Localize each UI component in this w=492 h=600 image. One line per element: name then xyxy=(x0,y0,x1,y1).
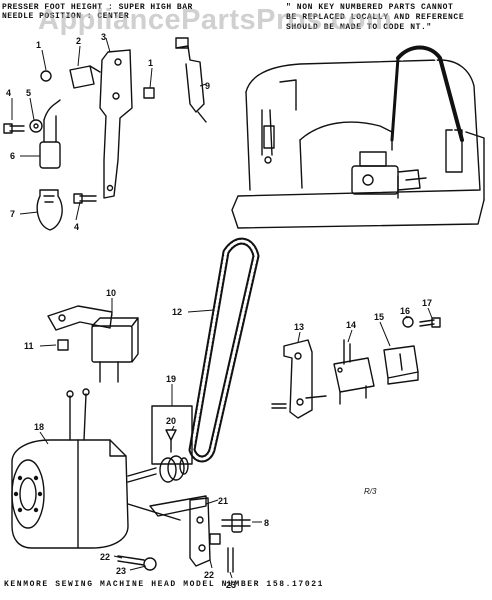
callout-22b: 22 xyxy=(204,570,214,580)
callout-9: 9 xyxy=(205,81,210,91)
note-line-2: BE REPLACED LOCALLY AND REFERENCE xyxy=(286,13,465,22)
callout-3: 3 xyxy=(101,32,106,42)
callout-23a: 23 xyxy=(116,566,126,576)
watermark: AppliancePartsPros.com xyxy=(38,4,393,36)
callout-6: 6 xyxy=(10,151,15,161)
callout-23b: 23 xyxy=(226,580,236,590)
callout-15: 15 xyxy=(374,312,384,322)
head-belt-outer xyxy=(396,45,464,142)
note-line-3: SHOULD BE MADE TO CODE NT." xyxy=(286,23,432,32)
model-footer: KENMORE SEWING MACHINE HEAD MODEL NUMBER… xyxy=(4,580,325,589)
callout-22a: 22 xyxy=(100,552,110,562)
callout-12: 12 xyxy=(172,307,182,317)
head-belt-inner xyxy=(401,51,457,141)
callout-13: 13 xyxy=(294,322,304,332)
motor-18-drawing xyxy=(11,388,251,573)
bracket-13-17-drawing xyxy=(271,316,441,419)
presser-foot-height-label: PRESSER FOOT HEIGHT : SUPER HIGH BAR xyxy=(2,3,193,12)
callout-17: 17 xyxy=(422,298,432,308)
needle-position-label: NEEDLE POSITION : CENTER xyxy=(2,12,130,21)
callout-16: 16 xyxy=(400,306,410,316)
machine-head-drawing xyxy=(231,59,485,229)
callouts: 1 2 3 1 9 4 5 6 7 4 10 11 12 13 14 15 16… xyxy=(6,32,432,590)
corner-mark: R/3 xyxy=(364,487,377,496)
callout-1a: 1 xyxy=(36,40,41,50)
callout-7: 7 xyxy=(10,209,15,219)
lamp-bracket-drawing xyxy=(3,37,207,231)
callout-10: 10 xyxy=(106,288,116,298)
note-line-1: " NON KEY NUMBERED PARTS CANNOT xyxy=(286,3,454,12)
callout-14: 14 xyxy=(346,320,356,330)
callout-11: 11 xyxy=(24,341,34,351)
belt-12-outline xyxy=(188,237,260,463)
bracket-10-drawing xyxy=(47,305,139,383)
pulley-box-19-drawing xyxy=(151,405,193,465)
callout-4b: 4 xyxy=(74,222,79,232)
callout-18: 18 xyxy=(34,422,44,432)
pulley-drawing xyxy=(159,455,189,483)
callout-20: 20 xyxy=(166,416,176,426)
callout-2: 2 xyxy=(76,36,81,46)
leader-lines xyxy=(11,37,433,579)
belt-12-teeth xyxy=(190,239,258,461)
callout-19: 19 xyxy=(166,374,176,384)
callout-1b: 1 xyxy=(148,58,153,68)
callout-4a: 4 xyxy=(6,88,11,98)
callout-8: 8 xyxy=(264,518,269,528)
callout-5: 5 xyxy=(26,88,31,98)
head-belt-left xyxy=(390,56,400,142)
callout-21: 21 xyxy=(218,496,228,506)
